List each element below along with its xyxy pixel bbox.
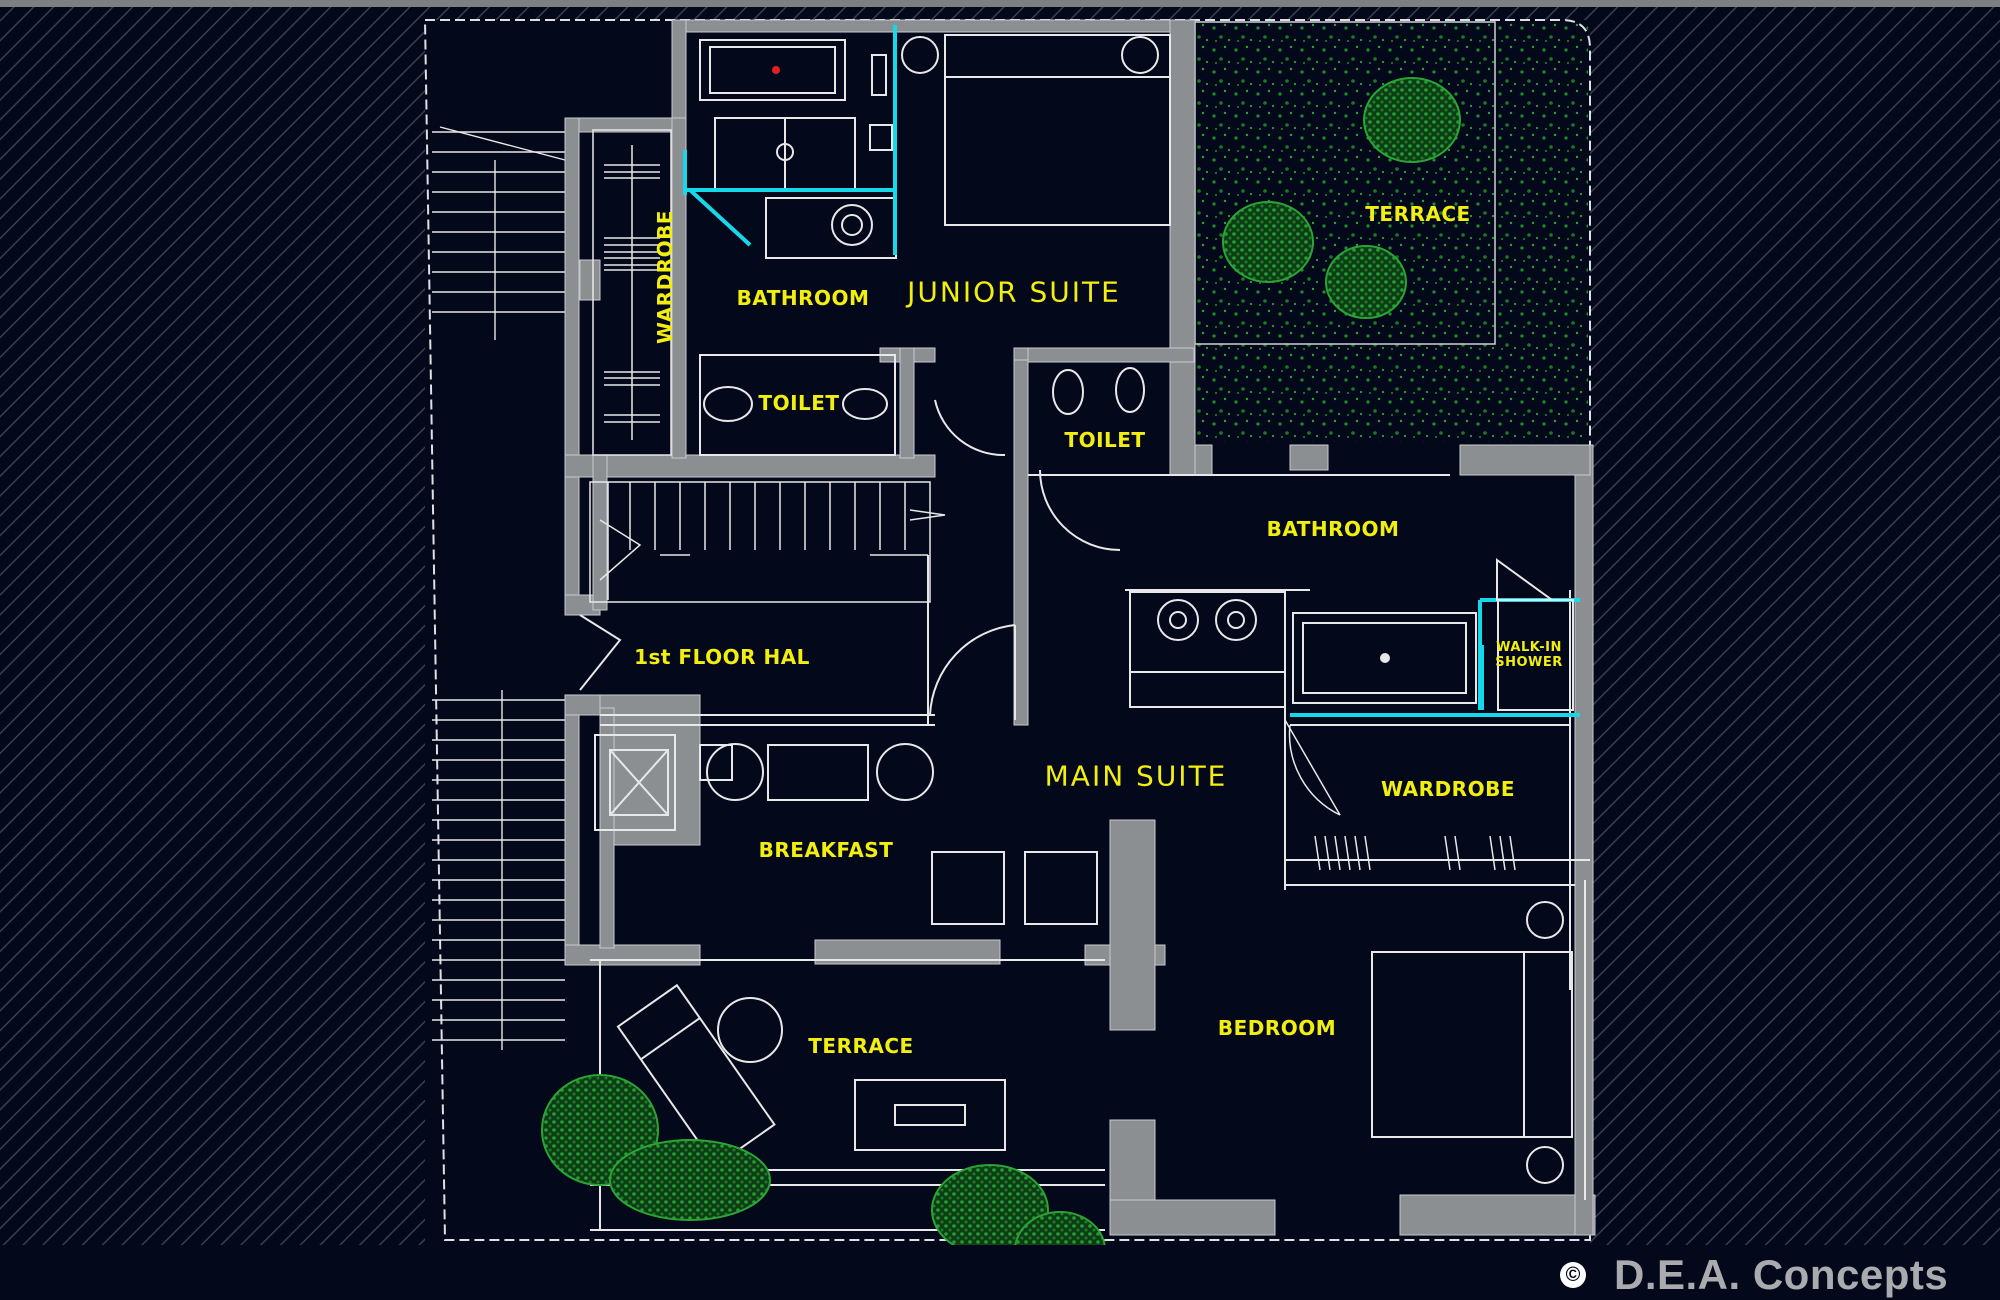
label-terrace-top: TERRACE	[1365, 202, 1470, 226]
label-bedroom: BEDROOM	[1218, 1016, 1336, 1040]
hatch-right	[1590, 7, 2000, 1247]
copyright-notice: © D.E.A. Concepts	[1560, 1250, 2000, 1300]
label-junior-suite: JUNIOR SUITE	[907, 276, 1121, 309]
copyright-icon: ©	[1560, 1262, 1586, 1288]
label-junior-wardrobe: WARDROBE	[653, 210, 677, 344]
label-first-floor-hall: 1st FLOOR HAL	[634, 645, 810, 669]
label-junior-bathroom: BATHROOM	[737, 286, 870, 310]
label-breakfast: BREAKFAST	[759, 838, 894, 862]
hatch-top	[425, 7, 1590, 20]
label-toilet-left: TOILET	[758, 391, 839, 415]
label-toilet-right: TOILET	[1064, 428, 1145, 452]
label-main-suite: MAIN SUITE	[1045, 760, 1228, 793]
credit-text: D.E.A. Concepts	[1614, 1251, 1948, 1299]
label-main-bathroom: BATHROOM	[1267, 517, 1400, 541]
label-terrace-bottom: TERRACE	[808, 1034, 913, 1058]
label-walk-in-shower: WALK-IN SHOWER	[1489, 640, 1569, 670]
hatch-left	[0, 7, 425, 1247]
label-main-wardrobe: WARDROBE	[1381, 777, 1515, 801]
